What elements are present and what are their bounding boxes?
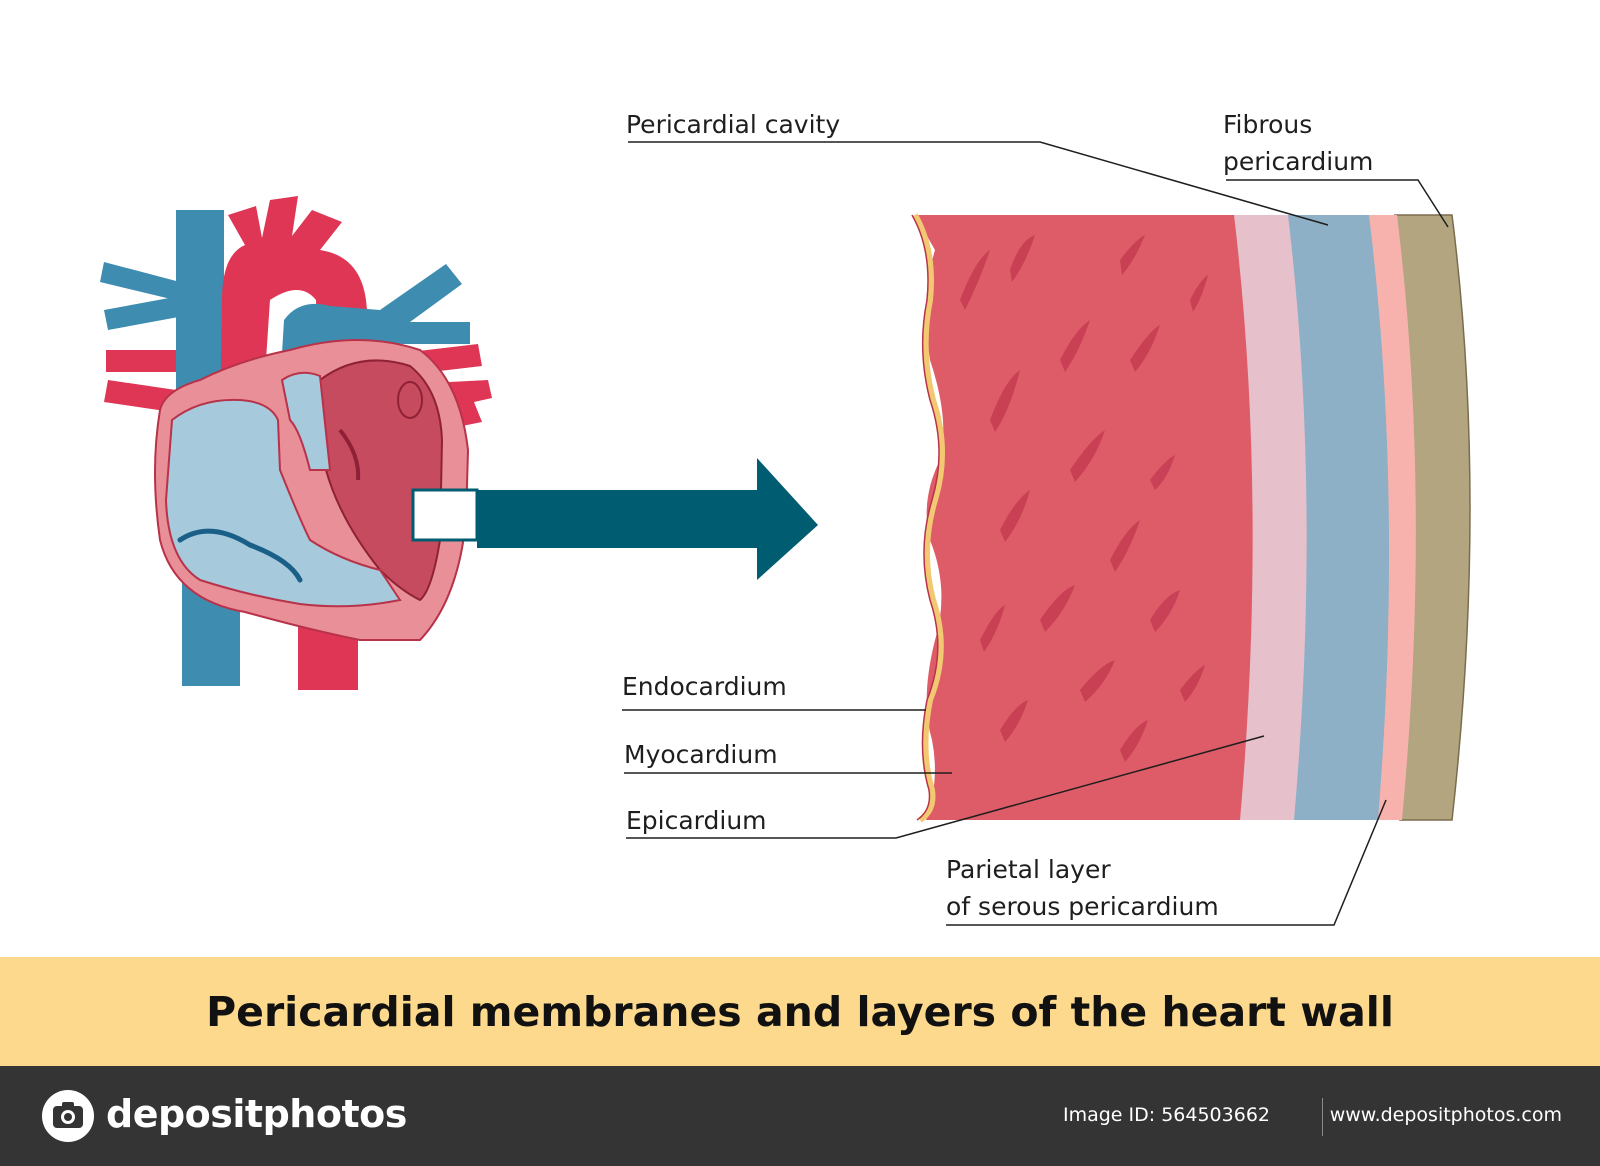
leader-pericardial-cavity (628, 141, 1329, 226)
leader-parietal-layer (946, 799, 1387, 926)
myocardium-streaks (960, 235, 1208, 762)
label-pericardial-cavity: Pericardial cavity (626, 110, 841, 139)
image-id: Image ID: 564503662 (1062, 1104, 1270, 1126)
brand-name: depositphotos (106, 1092, 407, 1136)
endocardium-edge (911, 214, 940, 821)
label-endocardium: Endocardium (622, 672, 787, 701)
myocardium-layer (915, 215, 1253, 820)
mitral-valve (338, 428, 361, 481)
depositphotos-logo-icon (42, 1090, 94, 1142)
diagram-caption: Pericardial membranes and layers of the … (206, 987, 1394, 1036)
sample-box (411, 488, 479, 542)
website-link[interactable]: www.depositphotos.com (1329, 1104, 1562, 1126)
endocardium-layer (912, 213, 946, 823)
pericardial-cavity-layer (1286, 215, 1390, 820)
right-arrow-icon (477, 458, 818, 580)
epicardium-layer (1232, 215, 1307, 820)
heart-wall-section (911, 213, 1471, 823)
left-pulmonary-artery-lower (104, 296, 184, 330)
footer-divider (1322, 1098, 1323, 1136)
label-myocardium: Myocardium (624, 740, 778, 769)
label-fibrous-line2: pericardium (1223, 147, 1374, 176)
left-pulmonary-vein-upper (106, 350, 176, 372)
leader-epicardium (626, 735, 1265, 839)
leader-fibrous-pericardium (1226, 179, 1449, 228)
caption-band: Pericardial membranes and layers of the … (0, 957, 1600, 1066)
left-atrium-valve (397, 381, 423, 419)
right-atrium-ventricle (164, 398, 402, 608)
diagram-artwork (100, 141, 1471, 926)
superior-vena-cava (176, 210, 224, 420)
label-parietal-line2: of serous pericardium (946, 892, 1219, 921)
heart-illustration (100, 196, 492, 690)
tricuspid-valve (177, 528, 303, 583)
left-pulmonary-vein-lower (104, 380, 176, 412)
parietal-serous-layer (1367, 215, 1416, 820)
leader-lines (622, 141, 1449, 926)
footer-bar: depositphotos Image ID: 564503662 www.de… (0, 1066, 1600, 1166)
aortic-root (280, 371, 332, 471)
label-fibrous-line1: Fibrous (1223, 110, 1313, 139)
label-epicardium: Epicardium (626, 806, 767, 835)
label-parietal-line1: Parietal layer (946, 855, 1111, 884)
left-pulmonary-artery-upper (100, 262, 180, 300)
